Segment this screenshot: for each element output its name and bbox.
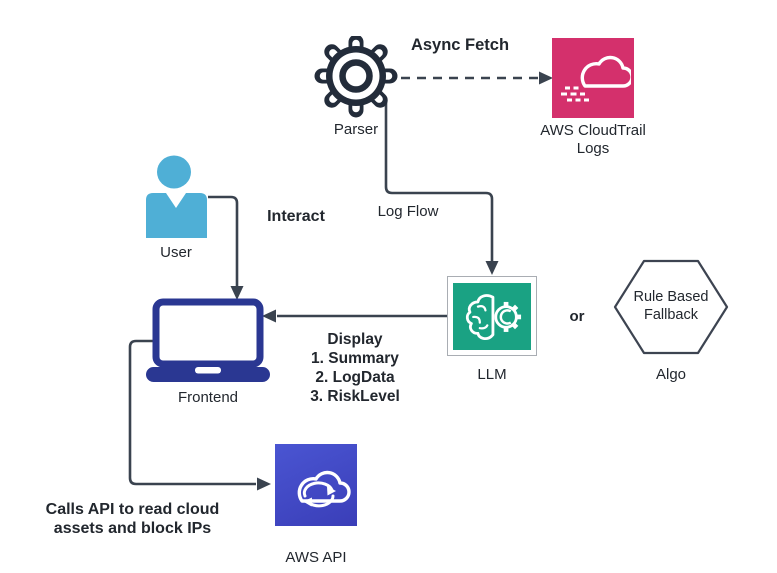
rule-fallback-text: Rule Based Fallback — [633, 289, 709, 323]
edge-log-flow-line — [384, 100, 494, 262]
parser-label: Parser — [333, 121, 379, 138]
llm-label: LLM — [477, 366, 507, 383]
edge-calls-api-arrowhead — [257, 477, 271, 491]
calls-api-label: Calls API to read cloud assets and block… — [45, 501, 220, 537]
node-user — [143, 153, 209, 243]
display-line-1: Display — [327, 331, 383, 348]
log-flow-label: Log Flow — [377, 203, 439, 220]
edge-async-fetch-arrowhead — [539, 71, 553, 85]
edge-interact-arrowhead — [230, 286, 244, 300]
gear-icon — [314, 36, 398, 118]
rule-fallback-hexagon — [613, 259, 729, 355]
node-frontend — [143, 297, 273, 389]
node-llm — [447, 276, 537, 356]
brain-gear-icon — [465, 294, 522, 340]
display-label-block: Display 1. Summary 2. LogData 3. RiskLev… — [299, 330, 411, 406]
display-line-3: 2. LogData — [315, 369, 395, 386]
edge-interact-line — [208, 195, 239, 287]
laptop-icon — [146, 298, 270, 382]
node-aws-api — [275, 444, 357, 526]
interact-label: Interact — [267, 208, 325, 225]
algo-label: Algo — [655, 366, 687, 383]
node-cloudtrail — [552, 38, 634, 118]
display-line-2: 1. Summary — [311, 350, 399, 367]
async-fetch-label: Async Fetch — [410, 36, 510, 54]
llm-green-box — [453, 282, 531, 350]
cloudtrail-cloud-icon — [561, 55, 631, 102]
edge-display-arrowhead — [262, 309, 276, 323]
edge-log-flow-arrowhead — [485, 261, 499, 275]
node-parser — [314, 36, 398, 120]
user-label: User — [160, 244, 192, 261]
person-icon — [146, 155, 207, 238]
aws-api-label: AWS API — [285, 549, 347, 566]
cloudtrail-label: AWS CloudTrail Logs — [540, 122, 646, 157]
frontend-label: Frontend — [177, 389, 239, 406]
or-label: or — [569, 308, 585, 325]
display-line-4: 3. RiskLevel — [310, 388, 400, 405]
edge-calls-api-line — [128, 339, 256, 486]
cloud-sync-icon — [297, 470, 351, 508]
